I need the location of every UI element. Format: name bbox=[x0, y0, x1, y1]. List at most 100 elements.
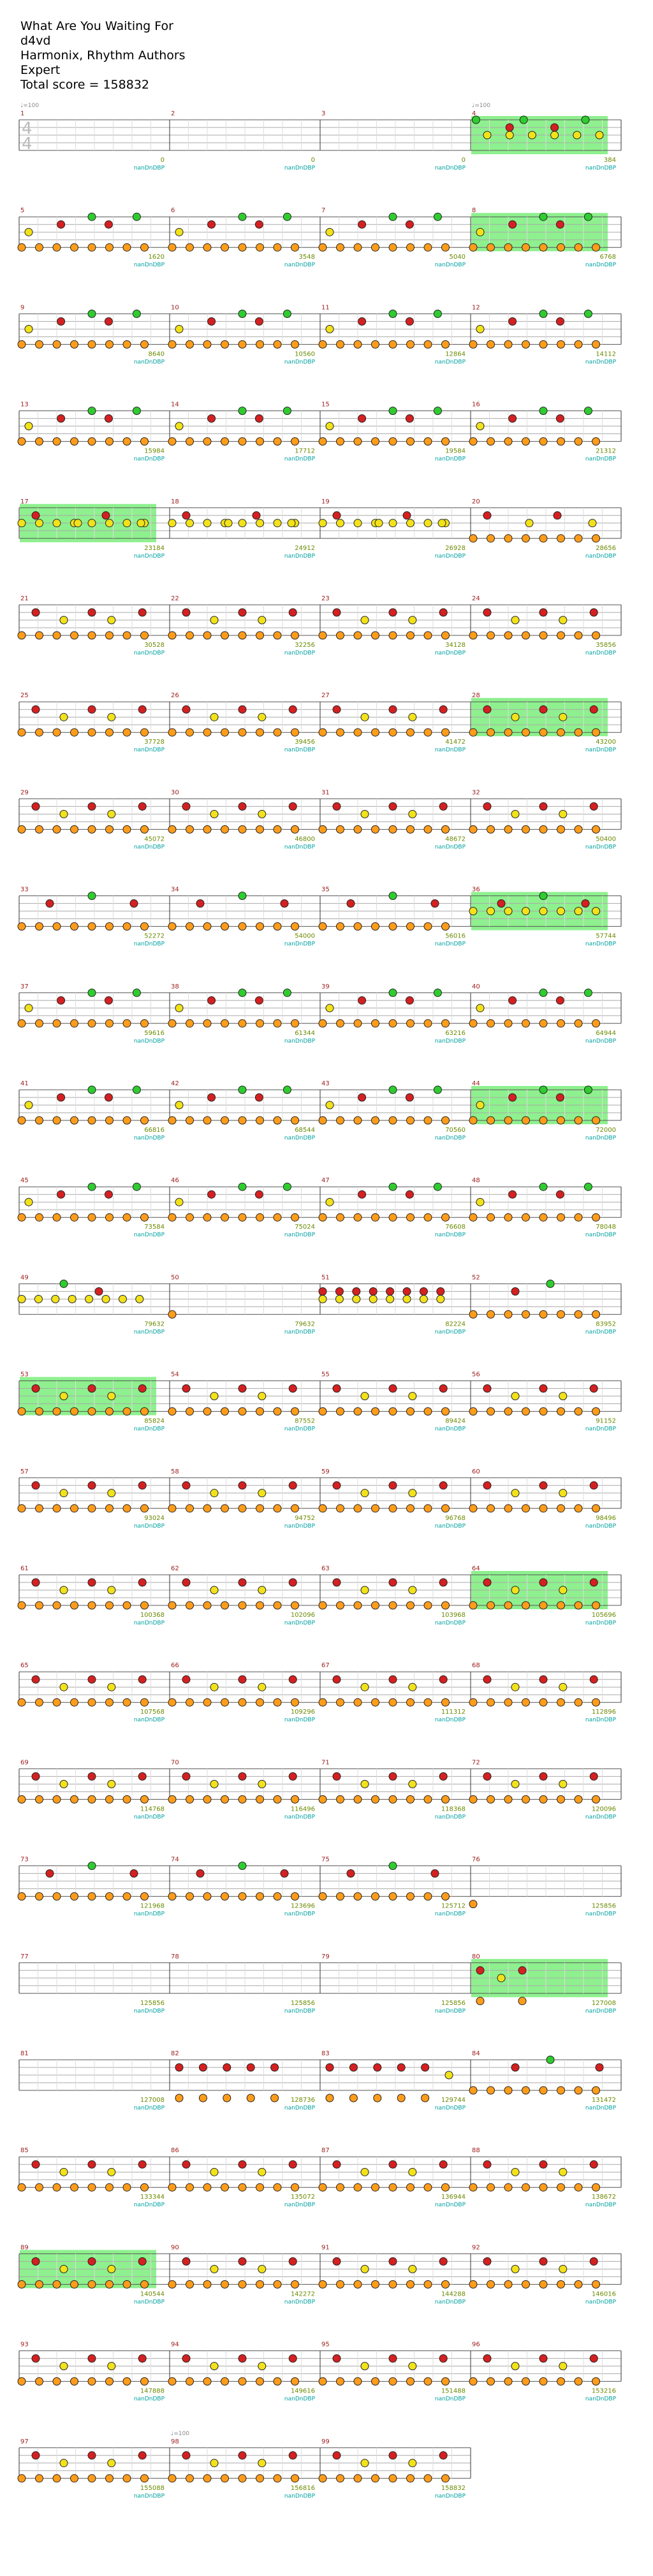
instrument-label: nanDnDBP bbox=[134, 2299, 165, 2305]
note bbox=[522, 1213, 530, 1222]
note bbox=[581, 899, 590, 908]
note bbox=[70, 1892, 78, 1901]
note bbox=[256, 2377, 264, 2386]
measure-score: 149616 bbox=[291, 2388, 315, 2395]
note bbox=[273, 1116, 282, 1125]
note bbox=[87, 1085, 96, 1094]
note bbox=[371, 1213, 379, 1222]
measure-score: 59616 bbox=[144, 1030, 165, 1037]
note bbox=[140, 437, 149, 446]
measure-number: 43 bbox=[321, 1080, 330, 1087]
measure-score: 131472 bbox=[592, 2097, 616, 2104]
note bbox=[360, 1779, 369, 1788]
instrument-label: nanDnDBP bbox=[134, 456, 165, 463]
note bbox=[35, 1698, 43, 1707]
note bbox=[441, 1116, 450, 1125]
note bbox=[487, 1310, 495, 1319]
note bbox=[186, 1116, 194, 1125]
measure-score: 52272 bbox=[144, 933, 165, 940]
note bbox=[105, 437, 114, 446]
note bbox=[210, 2362, 219, 2371]
note bbox=[318, 1892, 327, 1901]
instrument-label: nanDnDBP bbox=[134, 262, 165, 268]
note bbox=[203, 728, 212, 737]
measure-score: 151488 bbox=[441, 2388, 466, 2395]
note bbox=[17, 1407, 26, 1416]
note bbox=[318, 1213, 327, 1222]
note bbox=[105, 2183, 114, 2192]
note bbox=[508, 220, 517, 229]
note bbox=[168, 1795, 177, 1804]
note bbox=[539, 1085, 548, 1094]
note bbox=[175, 324, 184, 333]
note bbox=[122, 1213, 131, 1222]
note bbox=[406, 1504, 415, 1513]
note bbox=[59, 2167, 68, 2176]
note bbox=[423, 519, 432, 528]
note bbox=[360, 2459, 369, 2468]
note bbox=[423, 2183, 432, 2192]
note bbox=[423, 825, 432, 834]
note bbox=[238, 437, 247, 446]
note bbox=[129, 1869, 138, 1878]
instrument-label: nanDnDBP bbox=[585, 1814, 617, 1820]
note bbox=[592, 631, 600, 640]
note bbox=[539, 534, 548, 543]
note bbox=[122, 1407, 131, 1416]
note bbox=[592, 2280, 600, 2289]
note bbox=[238, 309, 247, 318]
note bbox=[273, 1019, 282, 1028]
note bbox=[388, 2377, 397, 2386]
note bbox=[336, 2183, 344, 2192]
chart-row-6: 2130528nanDnDBP2232256nanDnDBP2334128nan… bbox=[17, 595, 622, 656]
measure-score: 91152 bbox=[596, 1418, 616, 1425]
measure-score: 100368 bbox=[140, 1612, 165, 1619]
measure-number: 6 bbox=[171, 207, 175, 214]
note bbox=[522, 1310, 530, 1319]
note bbox=[256, 922, 264, 931]
note bbox=[388, 437, 397, 446]
note bbox=[87, 309, 96, 318]
note bbox=[423, 2377, 432, 2386]
note bbox=[203, 340, 212, 349]
note bbox=[31, 1675, 40, 1684]
measure-number: 94 bbox=[171, 2341, 179, 2348]
measure-number: 37 bbox=[20, 983, 29, 990]
note bbox=[318, 1698, 327, 1707]
note bbox=[87, 437, 96, 446]
note bbox=[487, 340, 495, 349]
note bbox=[511, 1287, 520, 1296]
note bbox=[140, 1892, 149, 1901]
note bbox=[168, 1892, 177, 1901]
instrument-label: nanDnDBP bbox=[585, 747, 617, 753]
note bbox=[557, 2280, 565, 2289]
chart-row-10: 3759616nanDnDBP3861344nanDnDBP3963216nan… bbox=[17, 983, 622, 1045]
note bbox=[238, 2377, 247, 2386]
note bbox=[288, 608, 297, 617]
note bbox=[437, 519, 446, 528]
note bbox=[122, 243, 131, 252]
note bbox=[168, 1698, 177, 1707]
measure-score: 144288 bbox=[441, 2290, 466, 2297]
note bbox=[476, 228, 485, 236]
note bbox=[589, 1384, 598, 1393]
note bbox=[469, 631, 478, 640]
note bbox=[439, 1578, 448, 1587]
note bbox=[182, 2451, 191, 2460]
note bbox=[419, 1294, 428, 1303]
note bbox=[433, 212, 442, 221]
note bbox=[574, 2183, 583, 2192]
instrument-label: nanDnDBP bbox=[284, 1814, 316, 1820]
note bbox=[182, 1578, 191, 1587]
note bbox=[105, 1795, 114, 1804]
note bbox=[405, 996, 414, 1005]
measure-number: 73 bbox=[20, 1856, 29, 1863]
note bbox=[31, 2257, 40, 2266]
note bbox=[373, 2063, 382, 2072]
instrument-label: nanDnDBP bbox=[134, 747, 165, 753]
note bbox=[318, 1504, 327, 1513]
note bbox=[555, 1093, 564, 1102]
note bbox=[332, 1578, 341, 1587]
note bbox=[238, 340, 247, 349]
chart-row-23: 89140544nanDnDBP90142272nanDnDBP91144288… bbox=[17, 2244, 622, 2305]
